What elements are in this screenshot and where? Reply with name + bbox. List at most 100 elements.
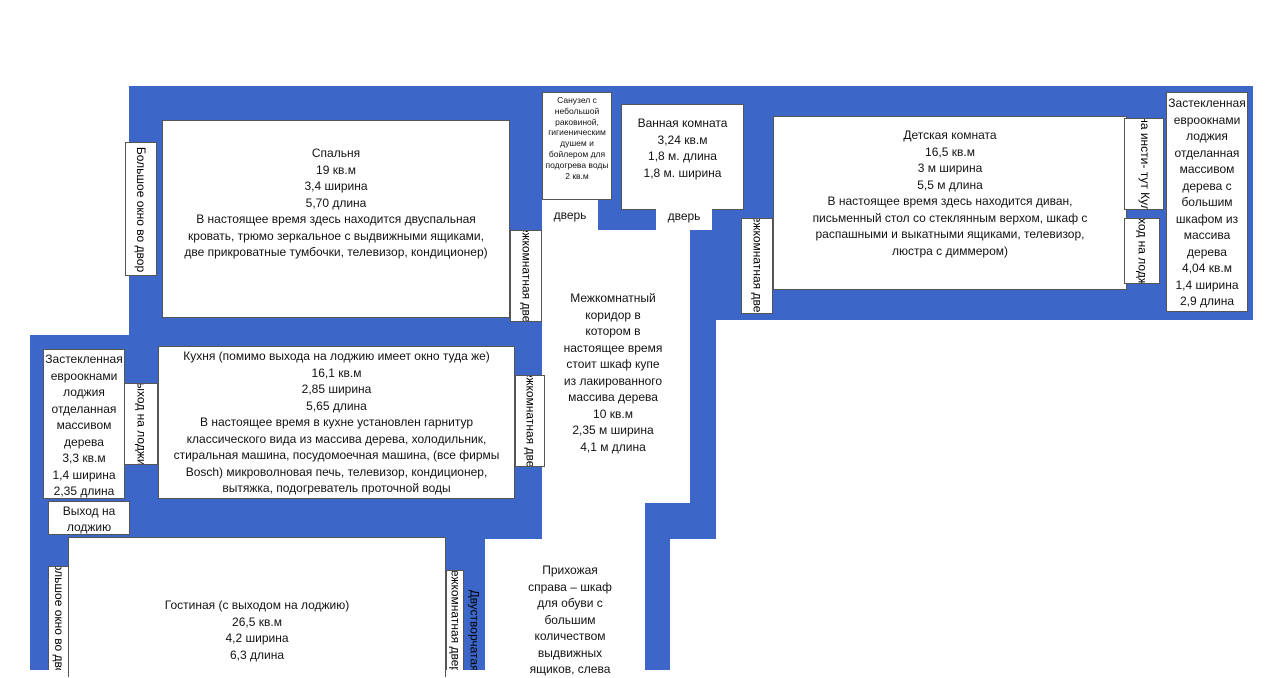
bedroom-line: 3,4 ширина <box>304 179 368 193</box>
kitchen-line: 2,85 ширина <box>301 382 372 396</box>
kitchen-line: 16,1 кв.м <box>311 365 362 380</box>
corridor-line: 4,1 м длина <box>580 439 646 454</box>
corridor-line: коридор в <box>585 307 641 322</box>
loggia-right-line: отделанная <box>1174 145 1240 160</box>
kitchen-line: В настоящее время в кухне установлен гар… <box>199 415 474 429</box>
double-door-label: Двустворчатая <box>467 590 482 670</box>
loggia-left-line: дерева <box>64 434 104 449</box>
kids-room-line: В настоящее время здесь находится диван, <box>827 194 1073 208</box>
corridor-line: стоит шкаф купе <box>566 357 660 371</box>
bathroom: Ванная комната 3,24 кв.м 1,8 м. длина 1,… <box>621 104 744 210</box>
corridor-line: массива дерева <box>568 390 658 404</box>
hallway-line: количеством <box>534 629 606 643</box>
loggia-left-line: евроокнами <box>50 368 118 383</box>
loggia-right-line: 4,04 кв.м <box>1182 261 1232 275</box>
bedroom-line: 5,70 длина <box>305 195 367 210</box>
bathroom-line: Ванная комната <box>637 116 728 130</box>
exit-loggia-kitchen: Выход на лоджию <box>124 383 158 465</box>
kids-room-line: 5,5 м длина <box>917 177 983 192</box>
kids-room-line: 16,5 кв.м <box>925 144 975 159</box>
kids-room-line: 3 м ширина <box>917 161 983 175</box>
corridor-line: котором в <box>585 324 641 338</box>
big-window-yard-2-label: Большое окно во двор <box>48 566 70 670</box>
loggia-left-line: 1,4 ширина <box>52 467 116 482</box>
kids-room-line: письменный стол со стеклянным верхом, шк… <box>812 210 1088 225</box>
exit-loggia-living: Выход на лоджию <box>48 501 130 535</box>
bedroom-line: 19 кв.м <box>316 162 356 177</box>
bedroom-line: две прикроватные тумбочки, телевизор, ко… <box>184 245 488 259</box>
kitchen-line: стиральная машина, посудомоечная машина,… <box>173 448 500 462</box>
toilet: Санузел с небольшой раковиной, гигиениче… <box>542 92 612 200</box>
kitchen-line: вытяжка, подогреватель проточной воды <box>222 481 451 495</box>
loggia-left-line: массивом <box>56 418 112 432</box>
wall-corridor-right <box>690 318 716 503</box>
hallway-line: выдвижных <box>537 645 603 660</box>
interior-door-living: межкомнатная дверь <box>446 570 464 670</box>
big-window-yard-label: Большое окно во двор <box>125 142 157 276</box>
kids-room-line: распашными и выкатными ящиками, телевизо… <box>815 227 1085 241</box>
loggia-right: Застекленная евроокнами лоджия отделанна… <box>1166 92 1248 312</box>
hallway-line: Прихожая <box>542 563 598 577</box>
loggia-right-line: массивом <box>1179 162 1235 176</box>
corridor-line: 10 кв.м <box>593 406 633 421</box>
corridor-line: 2,35 м ширина <box>572 423 654 437</box>
kids-room-line: Детская комната <box>903 128 997 142</box>
loggia-left-line: Застекленная <box>45 352 123 366</box>
loggia-left-line: 2,35 длина <box>53 484 115 498</box>
bathroom-door-area <box>656 204 712 230</box>
corridor-gap <box>542 503 645 539</box>
kids-room-line: люстра с диммером) <box>892 243 1008 258</box>
toilet-text: Санузел с небольшой раковиной, гигиениче… <box>545 95 609 181</box>
living-room: Гостиная (с выходом на лоджию) 26,5 кв.м… <box>68 537 446 677</box>
bathroom-line: 1,8 м. ширина <box>643 165 722 180</box>
living-room-line: 4,2 ширина <box>225 631 289 645</box>
kitchen-line: 5,65 длина <box>306 398 367 413</box>
hallway-line: большим <box>544 612 596 627</box>
hallway: Прихожая справа – шкаф для обуви с больш… <box>505 562 635 678</box>
bedroom-line: В настоящее время здесь находится двуспа… <box>196 212 476 226</box>
corridor: Межкомнатный коридор в котором в настоящ… <box>548 290 678 455</box>
bathroom-line: 3,24 кв.м <box>657 132 708 147</box>
bedroom-line: Спальня <box>311 146 361 160</box>
bedroom: Спальня 19 кв.м 3,4 ширина 5,70 длина В … <box>162 120 510 318</box>
loggia-right-line: дерева <box>1187 244 1227 259</box>
kitchen: Кухня (помимо выхода на лоджию имеет окн… <box>158 346 515 499</box>
loggia-left-line: лоджия <box>63 385 105 399</box>
loggia-left-line: 3,3 кв.м <box>62 451 106 465</box>
kids-room: Детская комната 16,5 кв.м 3 м ширина 5,5… <box>773 116 1127 290</box>
living-room-line: 26,5 кв.м <box>232 614 282 629</box>
interior-door-bedroom: межкомнатная дверь <box>510 230 542 322</box>
loggia-right-line: шкафом из <box>1175 211 1239 226</box>
loggia-left-line: отделанная <box>51 401 117 416</box>
toilet-floor <box>542 200 598 230</box>
loggia-right-line: 1,4 ширина <box>1175 277 1239 292</box>
hallway-line: для обуви с <box>537 596 603 610</box>
loggia-right-line: дерева с <box>1182 178 1232 193</box>
loggia-right-line: Застекленная <box>1168 96 1246 110</box>
interior-door-kids: межкомнатная дверь <box>741 218 773 314</box>
wall-hall-right <box>645 503 716 539</box>
loggia-right-line: евроокнами <box>1173 112 1241 127</box>
window-culture-label: Окно на инсти- тут Культуры <box>1124 118 1164 210</box>
hallway-line: ящиков, слева <box>529 662 611 676</box>
toilet-door-label: дверь <box>553 208 587 222</box>
kitchen-line: классического вида из массива дерева, хо… <box>186 431 487 446</box>
loggia-right-line: 2,9 длина <box>1179 294 1235 308</box>
bathroom-door-label: дверь <box>667 209 701 223</box>
bedroom-line: кровать, трюмо зеркальное с выдвижными я… <box>188 228 484 243</box>
exit-loggia-right: Выход на лоджию <box>1124 218 1160 284</box>
loggia-right-line: большим <box>1181 195 1233 209</box>
loggia-right-line: лоджия <box>1186 129 1228 143</box>
corridor-floor <box>542 230 690 503</box>
bathroom-line: 1,8 м. длина <box>648 149 717 163</box>
interior-door-kitchen: межкомнатная дверь <box>515 375 545 467</box>
loggia-right-line: массива <box>1183 228 1231 242</box>
hallway-floor <box>485 539 645 670</box>
hallway-line: справа – шкаф <box>528 579 612 594</box>
loggia-left: Застекленная евроокнами лоджия отделанна… <box>43 349 125 499</box>
wall-bridge <box>129 320 542 350</box>
kitchen-line: Bosch) микроволновая печь, телевизор, ко… <box>185 464 488 479</box>
corridor-line: из лакированного <box>563 373 663 388</box>
living-room-line: 6,3 длина <box>229 647 285 662</box>
corridor-line: Межкомнатный <box>570 291 656 305</box>
